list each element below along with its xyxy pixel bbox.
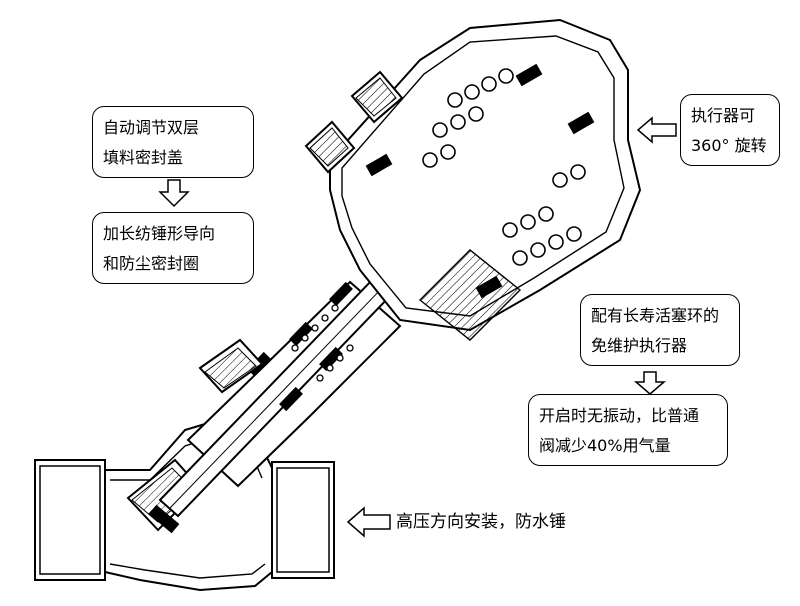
callout-actuator-rotate-line1: 执行器可 (691, 106, 756, 125)
callout-no-vibration-line2: 阀减少40%用气量 (539, 436, 671, 455)
callout-seal-cover: 自动调节双层 填料密封盖 (92, 106, 254, 178)
callout-no-vibration: 开启时无振动，比普通 阀减少40%用气量 (528, 394, 728, 466)
arrow-left-install-icon (346, 506, 391, 538)
callout-guide-ring-line2: 和防尘密封圈 (103, 254, 200, 273)
callout-no-vibration-line1: 开启时无振动，比普通 (539, 406, 700, 425)
arrow-left-actuator-icon (636, 116, 677, 144)
callout-guide-ring-line1: 加长纺锤形导向 (103, 224, 216, 243)
callout-piston-ring-line1: 配有长寿活塞环的 (591, 306, 720, 325)
callout-guide-ring: 加长纺锤形导向 和防尘密封圈 (92, 212, 254, 284)
callout-seal-cover-line1: 自动调节双层 (103, 118, 200, 137)
actuator-head (304, 18, 642, 341)
callout-piston-ring-line2: 免维护执行器 (591, 336, 688, 355)
callout-piston-ring: 配有长寿活塞环的 免维护执行器 (580, 294, 740, 366)
arrow-down-1-icon (158, 179, 190, 208)
install-direction-note: 高压方向安装，防水锤 (396, 512, 566, 532)
arrow-down-2-icon (633, 371, 667, 395)
callout-actuator-rotate-line2: 360° 旋转 (691, 136, 767, 155)
callout-actuator-rotate: 执行器可 360° 旋转 (680, 94, 780, 166)
callout-seal-cover-line2: 填料密封盖 (103, 148, 184, 167)
